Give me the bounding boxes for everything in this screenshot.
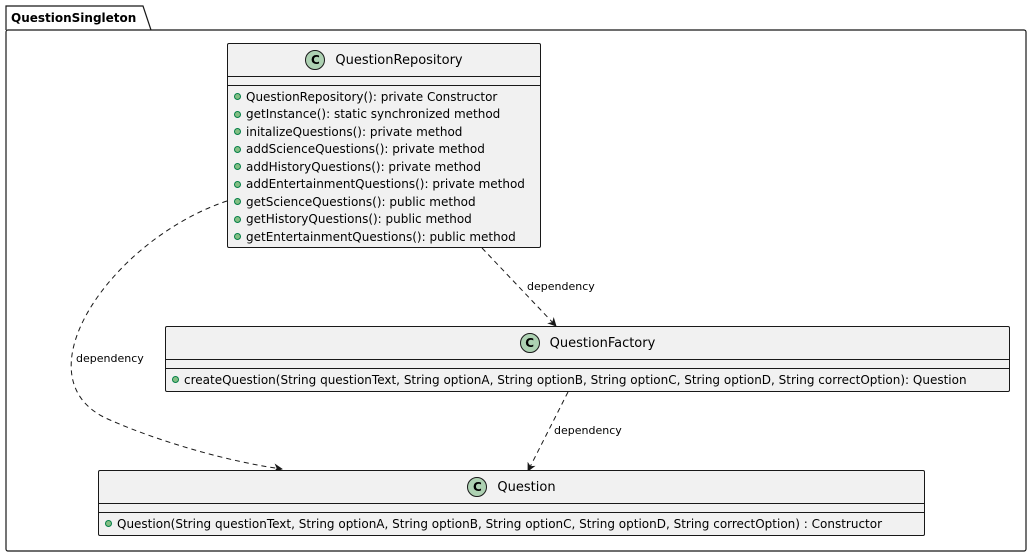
public-visibility-icon [234, 110, 241, 118]
method-signature: addHistoryQuestions(): private method [246, 159, 482, 174]
method-item: getHistoryQuestions(): public method [234, 211, 540, 229]
class-header: C Question [99, 471, 924, 504]
package-frame: QuestionSingleton [5, 5, 1027, 552]
class-header: C QuestionRepository [228, 44, 540, 77]
public-visibility-icon [234, 233, 241, 241]
method-signature: addScienceQuestions(): private method [246, 142, 485, 157]
method-item: QuestionRepository(): private Constructo… [234, 88, 540, 106]
class-name: Question [497, 479, 556, 495]
public-visibility-icon [234, 198, 241, 206]
fields-compartment [166, 360, 1009, 369]
method-signature: createQuestion(String questionText, Stri… [184, 372, 967, 387]
method-signature: getScienceQuestions(): public method [246, 194, 476, 209]
method-signature: getInstance(): static synchronized metho… [246, 107, 501, 122]
class-icon: C [519, 333, 540, 353]
class-name: QuestionRepository [335, 52, 463, 68]
method-signature: getEntertainmentQuestions(): public meth… [246, 229, 516, 244]
dependency-arrow-repository-question [70, 200, 283, 473]
method-signature: addEntertainmentQuestions(): private met… [246, 177, 525, 192]
public-visibility-icon [234, 145, 241, 153]
fields-compartment [99, 504, 924, 513]
method-item: initalizeQuestions(): private method [234, 123, 540, 141]
public-visibility-icon [234, 180, 241, 188]
class-name: QuestionFactory [549, 335, 656, 351]
method-item: addEntertainmentQuestions(): private met… [234, 176, 540, 194]
public-visibility-icon [234, 93, 241, 101]
public-visibility-icon [105, 520, 112, 528]
method-item: getScienceQuestions(): public method [234, 193, 540, 211]
package-name: QuestionSingleton [11, 11, 136, 25]
public-visibility-icon [234, 128, 241, 136]
method-signature: getHistoryQuestions(): public method [246, 212, 472, 227]
method-item: getInstance(): static synchronized metho… [234, 106, 540, 124]
public-visibility-icon [234, 163, 241, 171]
methods-compartment: Question(String questionText, String opt… [99, 513, 924, 537]
public-visibility-icon [234, 215, 241, 223]
method-item: Question(String questionText, String opt… [105, 515, 924, 533]
dependency-label-factory-question: dependency [554, 424, 622, 437]
method-item: createQuestion(String questionText, Stri… [172, 371, 1009, 389]
class-question-factory[interactable]: C QuestionFactory createQuestion(String … [165, 326, 1010, 392]
public-visibility-icon [172, 376, 179, 384]
fields-compartment [228, 77, 540, 86]
class-icon: C [305, 50, 326, 70]
dependency-label-repository-question: dependency [76, 352, 144, 365]
method-signature: initalizeQuestions(): private method [246, 124, 463, 139]
class-header: C QuestionFactory [166, 327, 1009, 360]
dependency-label-repository-factory: dependency [527, 280, 595, 293]
methods-compartment: QuestionRepository(): private Constructo… [228, 86, 540, 250]
class-icon: C [467, 477, 488, 497]
methods-compartment: createQuestion(String questionText, Stri… [166, 369, 1009, 393]
method-item: addHistoryQuestions(): private method [234, 158, 540, 176]
method-signature: Question(String questionText, String opt… [117, 516, 883, 531]
method-signature: QuestionRepository(): private Constructo… [246, 89, 498, 104]
dependency-arrow-factory-question [527, 391, 569, 472]
method-item: addScienceQuestions(): private method [234, 141, 540, 159]
class-question[interactable]: C Question Question(String questionText,… [98, 470, 925, 536]
class-question-repository[interactable]: C QuestionRepository QuestionRepository(… [227, 43, 541, 248]
method-item: getEntertainmentQuestions(): public meth… [234, 228, 540, 246]
